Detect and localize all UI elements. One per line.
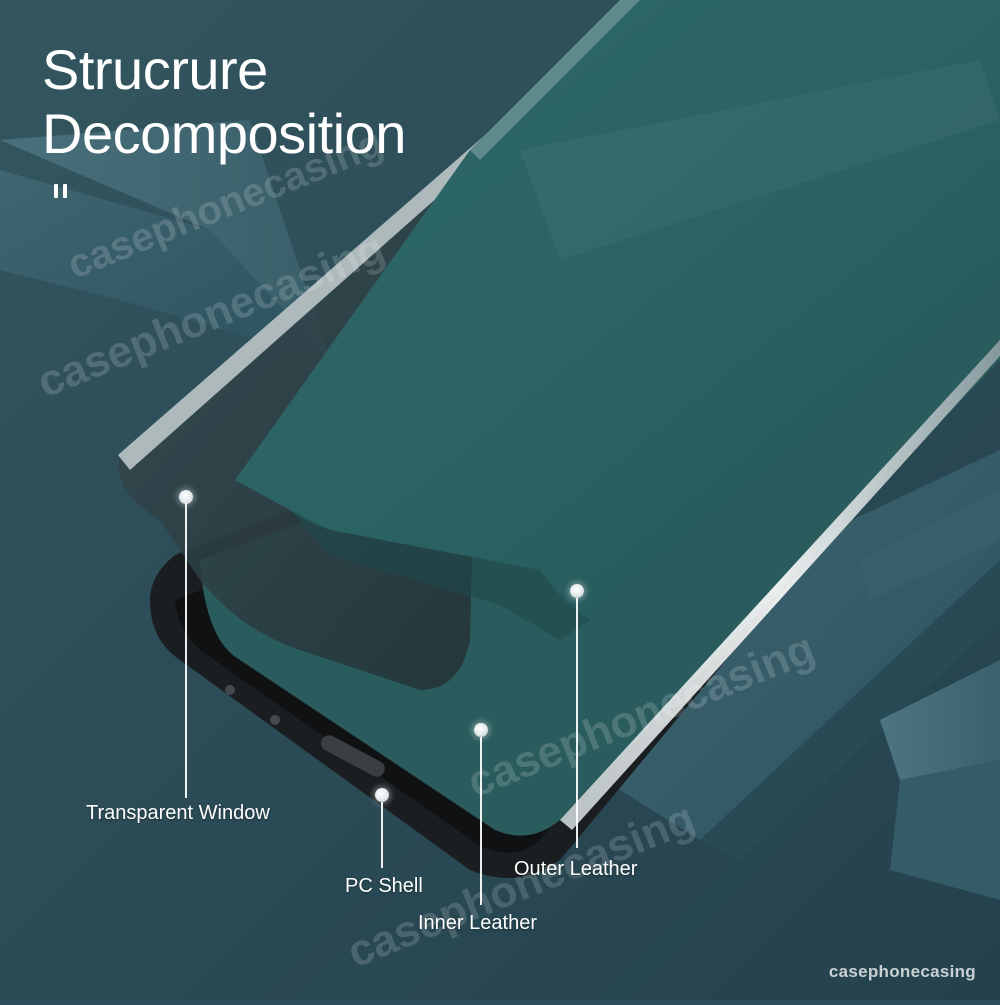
outer-leather-label: Outer Leather [514, 858, 638, 880]
transparent-window-marker-icon [179, 490, 193, 504]
title-line-2: Decomposition [42, 102, 406, 165]
corner-watermark: casephonecasing [828, 962, 976, 981]
inner-leather-label: Inner Leather [418, 912, 537, 934]
inner-leather-leader-line [480, 737, 482, 905]
pc-shell-leader-line [381, 802, 383, 868]
title-line-1: Strucrure [42, 38, 268, 101]
page-title: Strucrure Decomposition [42, 38, 406, 166]
inner-leather-marker-icon [474, 723, 488, 737]
pc-shell-marker-icon [375, 788, 389, 802]
transparent-window-label: Transparent Window [86, 802, 270, 824]
quote-mark-icon [52, 184, 74, 200]
outer-leather-marker-icon [570, 584, 584, 598]
pc-shell-label: PC Shell [345, 875, 423, 897]
transparent-window-leader-line [185, 503, 187, 798]
outer-leather-leader-line [576, 598, 578, 848]
